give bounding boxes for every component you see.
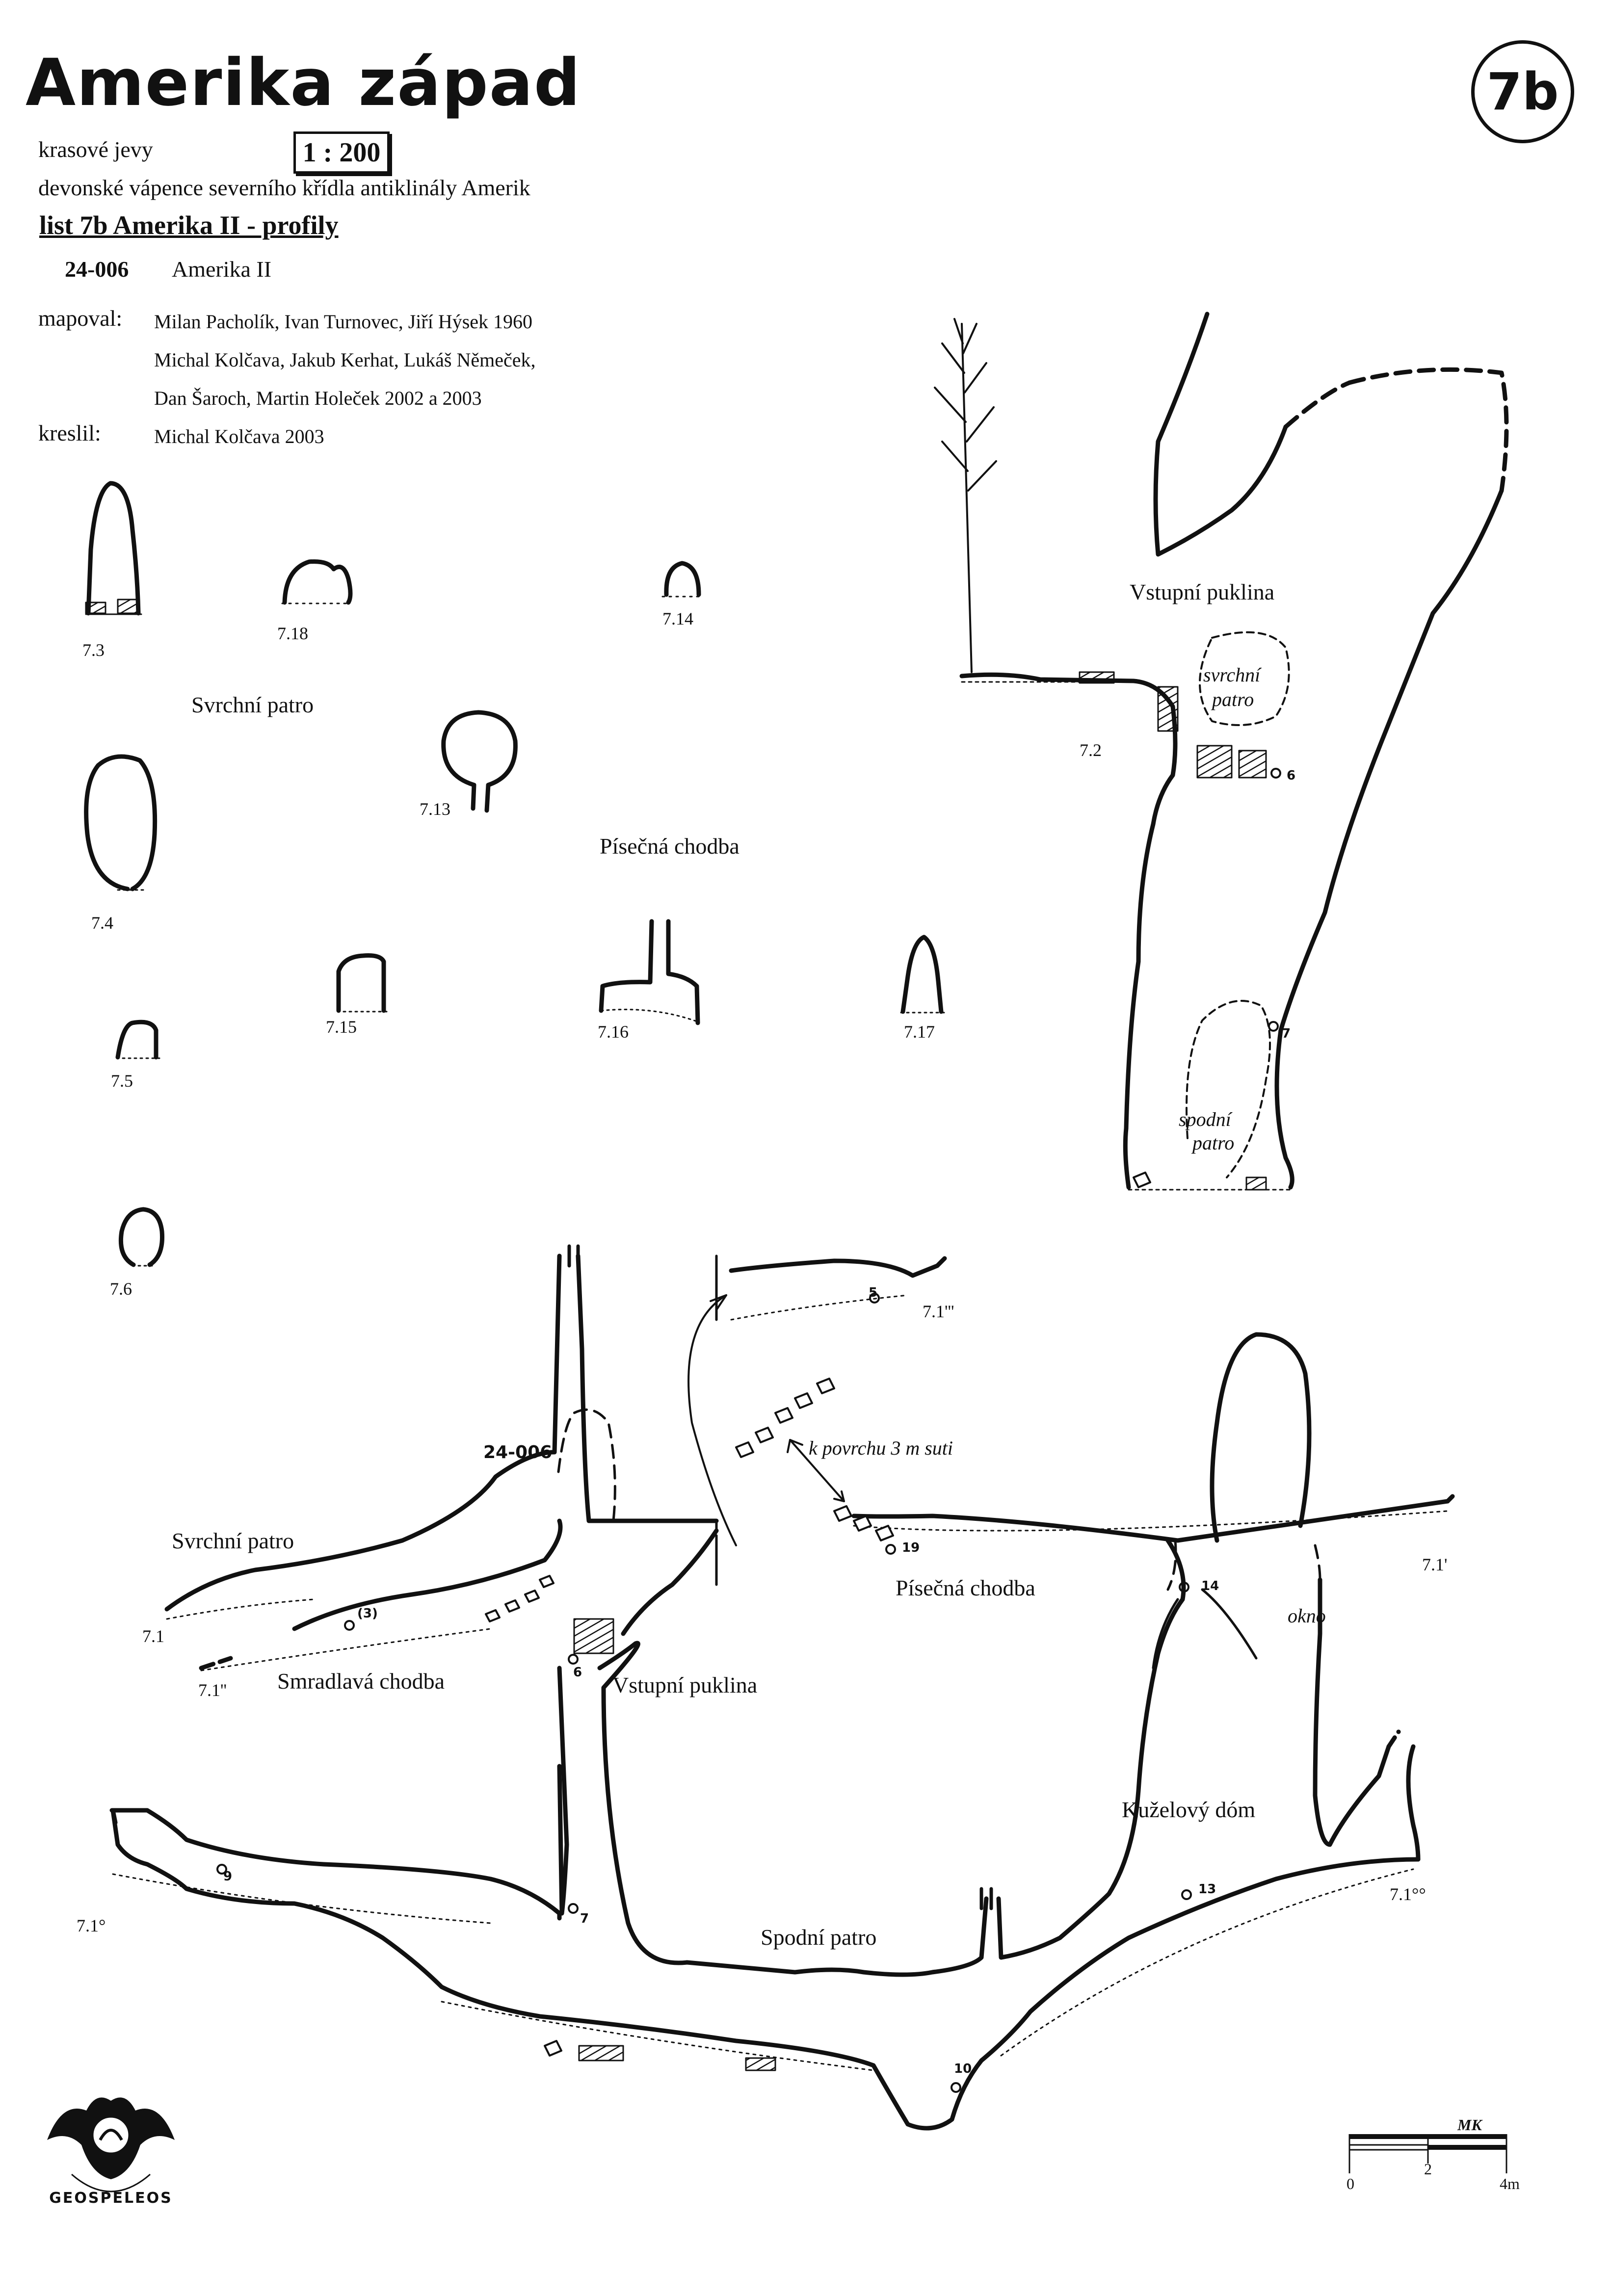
drawn-label: kreslil: xyxy=(38,420,101,445)
station-14: 14 xyxy=(1201,1579,1219,1593)
surveyed-label: mapoval: xyxy=(38,306,123,331)
profile-label-7-14: 7.14 xyxy=(662,609,693,628)
profile-7-2-outline xyxy=(959,312,1509,1191)
long-section-outline xyxy=(109,1253,1455,2131)
station-10: 10 xyxy=(954,2061,972,2076)
geospeleos-logo: GEOSPELEOS xyxy=(47,2097,175,2207)
ref-7-1-deg-deg: 7.1°° xyxy=(1390,1884,1426,1904)
geology-label: devonské vápence severního křídla antikl… xyxy=(38,175,530,200)
surveyor-line-1: Milan Pacholík, Ivan Turnovec, Jiří Hýse… xyxy=(154,311,533,333)
station-13: 13 xyxy=(1198,1882,1216,1897)
scale-initials: MK xyxy=(1457,2119,1483,2134)
station-7: 7 xyxy=(580,1911,589,1926)
profile-7-5-outline xyxy=(115,1019,160,1060)
label-pisecna-chodba: Písečná chodba xyxy=(896,1575,1035,1600)
station-6: 6 xyxy=(573,1665,582,1680)
rubble-blocks xyxy=(485,1172,1151,2057)
scale-tick-4m: 4m xyxy=(1500,2175,1520,2192)
phenomena-label: krasové jevy xyxy=(38,137,153,162)
survey-stations xyxy=(216,768,1281,2093)
profile-7-15-outline xyxy=(336,953,389,1013)
profile-7-17-outline xyxy=(900,935,946,1014)
ref-7-1-double: 7.1'' xyxy=(198,1680,227,1700)
label-kuzelovy-dom: Kuželový dóm xyxy=(1122,1797,1256,1822)
scale-bar: MK 0 2 4m xyxy=(1347,2119,1520,2192)
label-pisecna-chodba-top: Písečná chodba xyxy=(600,834,739,859)
sheet-badge: 7b xyxy=(1471,40,1574,143)
profile-label-7-3: 7.3 xyxy=(82,640,105,660)
logo-text: GEOSPELEOS xyxy=(49,2190,172,2207)
station-5: 5 xyxy=(869,1285,878,1300)
station-6-upper: 6 xyxy=(1287,768,1296,783)
long-section-arrows xyxy=(687,1294,845,1546)
profile-label-7-6: 7.6 xyxy=(110,1279,132,1299)
ref-7-1: 7.1 xyxy=(142,1626,164,1646)
cave-name: Amerika II xyxy=(172,257,272,282)
profile-label-7-15: 7.15 xyxy=(326,1017,357,1037)
hatched-blocks xyxy=(573,1176,1267,2071)
pairs-of-break-marks xyxy=(567,1244,993,1910)
profile-7-14-outline xyxy=(661,561,703,598)
profile-7-3-outline xyxy=(85,481,142,616)
station-7-upper: 7 xyxy=(1282,1026,1291,1041)
ref-7-1-triple: 7.1''' xyxy=(923,1302,954,1321)
label-spodni-patro: Spodní patro xyxy=(761,1925,877,1950)
label-svrchni-it-2: patro xyxy=(1212,688,1254,710)
label-vstupni-puklina: Vstupní puklina xyxy=(612,1672,758,1697)
station-3: (3) xyxy=(357,1606,378,1621)
surveyor-line-3: Dan Šaroch, Martin Holeček 2002 a 2003 xyxy=(154,387,482,409)
tree-symbol xyxy=(934,318,997,673)
label-spodni-it-1: spodní xyxy=(1179,1108,1231,1130)
long-section-dashed xyxy=(557,1408,1321,1591)
profile-label-7-13: 7.13 xyxy=(420,799,450,819)
profile-label-7-18: 7.18 xyxy=(277,624,308,643)
profile-7-4-outline xyxy=(84,754,158,891)
profile-7-16-outline xyxy=(599,919,700,1025)
profile-7-18-outline xyxy=(281,559,353,605)
scale-tick-0: 0 xyxy=(1347,2175,1354,2192)
profile-label-7-16: 7.16 xyxy=(598,1022,629,1042)
label-okno: okno xyxy=(1288,1605,1326,1627)
scale-box: 1 : 200 xyxy=(293,131,390,174)
ref-7-1-deg: 7.1° xyxy=(77,1916,106,1935)
drawn-by: Michal Kolčava 2003 xyxy=(154,425,324,447)
label-vstupni-puklina-top: Vstupní puklina xyxy=(1130,579,1275,604)
label-svrchni-patro: Svrchní patro xyxy=(172,1528,294,1553)
cave-id: 24-006 xyxy=(65,257,129,282)
profile-label-7-4: 7.4 xyxy=(91,913,113,933)
label-svrchni-patro-top: Svrchní patro xyxy=(191,692,314,717)
label-smradlava-chodba: Smradlavá chodba xyxy=(277,1669,445,1694)
profile-7-6-outline xyxy=(118,1207,164,1267)
long-section-floor-dots xyxy=(112,1294,1449,2071)
map-title: Amerika západ xyxy=(26,45,581,121)
label-to-surface: k povrchu 3 m suti xyxy=(809,1437,953,1459)
label-svrchni-it-1: svrchní xyxy=(1203,664,1261,686)
entrance-id-label: 24-006 xyxy=(483,1442,553,1462)
profile-label-7-17: 7.17 xyxy=(904,1022,935,1042)
surveyor-line-2: Michal Kolčava, Jakub Kerhat, Lukáš Něme… xyxy=(154,349,536,371)
profile-label-7-2: 7.2 xyxy=(1080,740,1102,760)
station-19: 19 xyxy=(902,1540,920,1555)
ref-7-1-prime: 7.1' xyxy=(1422,1555,1448,1574)
station-9: 9 xyxy=(223,1869,233,1884)
sheet-label: list 7b Amerika II - profily xyxy=(39,210,339,240)
profile-7-13-outline xyxy=(441,710,518,813)
scale-tick-2: 2 xyxy=(1424,2160,1432,2178)
profile-label-7-5: 7.5 xyxy=(111,1071,133,1091)
label-spodni-it-2: patro xyxy=(1192,1132,1235,1154)
